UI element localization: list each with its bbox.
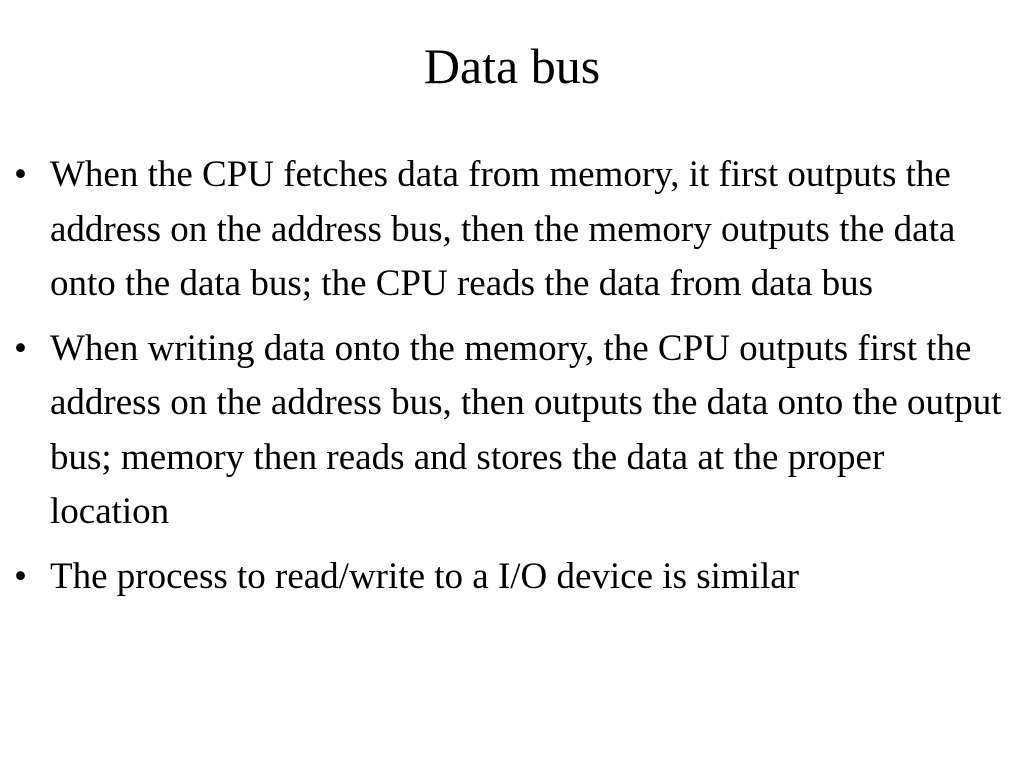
bullet-item: • The process to read/write to a I/O dev…	[14, 550, 1009, 605]
bullet-list: • When the CPU fetches data from memory,…	[14, 148, 1009, 614]
bullet-text: The process to read/write to a I/O devic…	[50, 555, 799, 597]
bullet-text: When writing data onto the memory, the C…	[50, 327, 1002, 533]
bullet-icon: •	[14, 555, 27, 597]
bullet-item: • When the CPU fetches data from memory,…	[14, 148, 1009, 312]
slide-title: Data bus	[423, 38, 601, 94]
bullet-icon: •	[14, 154, 27, 195]
bullet-text: When the CPU fetches data from memory, i…	[50, 154, 956, 304]
bullet-item: • When writing data onto the memory, the…	[14, 322, 1009, 540]
bullet-icon: •	[14, 327, 27, 369]
